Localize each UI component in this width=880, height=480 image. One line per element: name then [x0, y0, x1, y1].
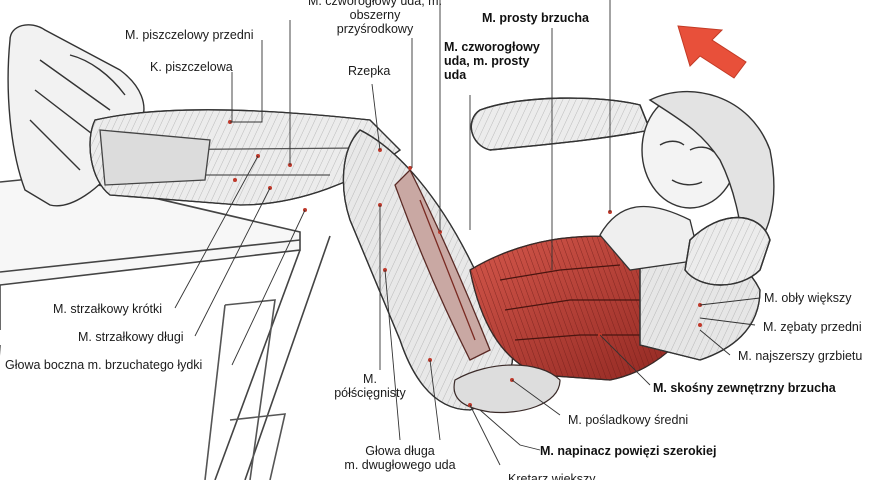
label-prosty-brzucha: M. prosty brzucha [482, 11, 589, 25]
label-skosny: M. skośny zewnętrzny brzucha [653, 381, 836, 395]
thigh [342, 129, 514, 411]
lower-leg [89, 109, 401, 206]
leader-lines [174, 0, 761, 466]
label-najszerszy: M. najszerszy grzbietu [738, 349, 863, 363]
arrow-up-left-icon [677, 25, 747, 79]
label-napinacz: M. napinacz powięzi szerokiej [540, 444, 717, 458]
label-rzepka: Rzepka [348, 64, 391, 78]
label-strzalkowy-krotki: M. strzałkowy krótki [53, 302, 163, 316]
head-arms [470, 90, 775, 286]
label-glowa-boczna: Głowa boczna m. brzuchatego łydki [5, 358, 203, 372]
label-glowa-dluga: Głowa długa m. dwugłowego uda [344, 444, 456, 472]
label-krotarz: Krętarz większy [508, 472, 596, 480]
label-piszczelowy-przedni: M. piszczelowy przedni [125, 28, 254, 42]
label-zebaty: M. zębaty przedni [763, 320, 862, 334]
label-obly: M. obły większy [764, 291, 852, 305]
floor-blocks [204, 299, 287, 480]
label-k-piszczelowa: K. piszczelowa [150, 60, 233, 74]
label-strzalkowy-dlugi: M. strzałkowy długi [78, 330, 184, 344]
label-czworoglowy-prosty: M. czworogłowy uda, m. prosty uda [444, 40, 540, 82]
label-polsciegnisty: M. półścięgnisty [334, 372, 406, 400]
label-posladkowy: M. pośladkowy średni [568, 413, 689, 427]
label-czworoglowy-obszerny: M. czworogłowy uda, m. obszerny przyśrod… [307, 0, 443, 36]
